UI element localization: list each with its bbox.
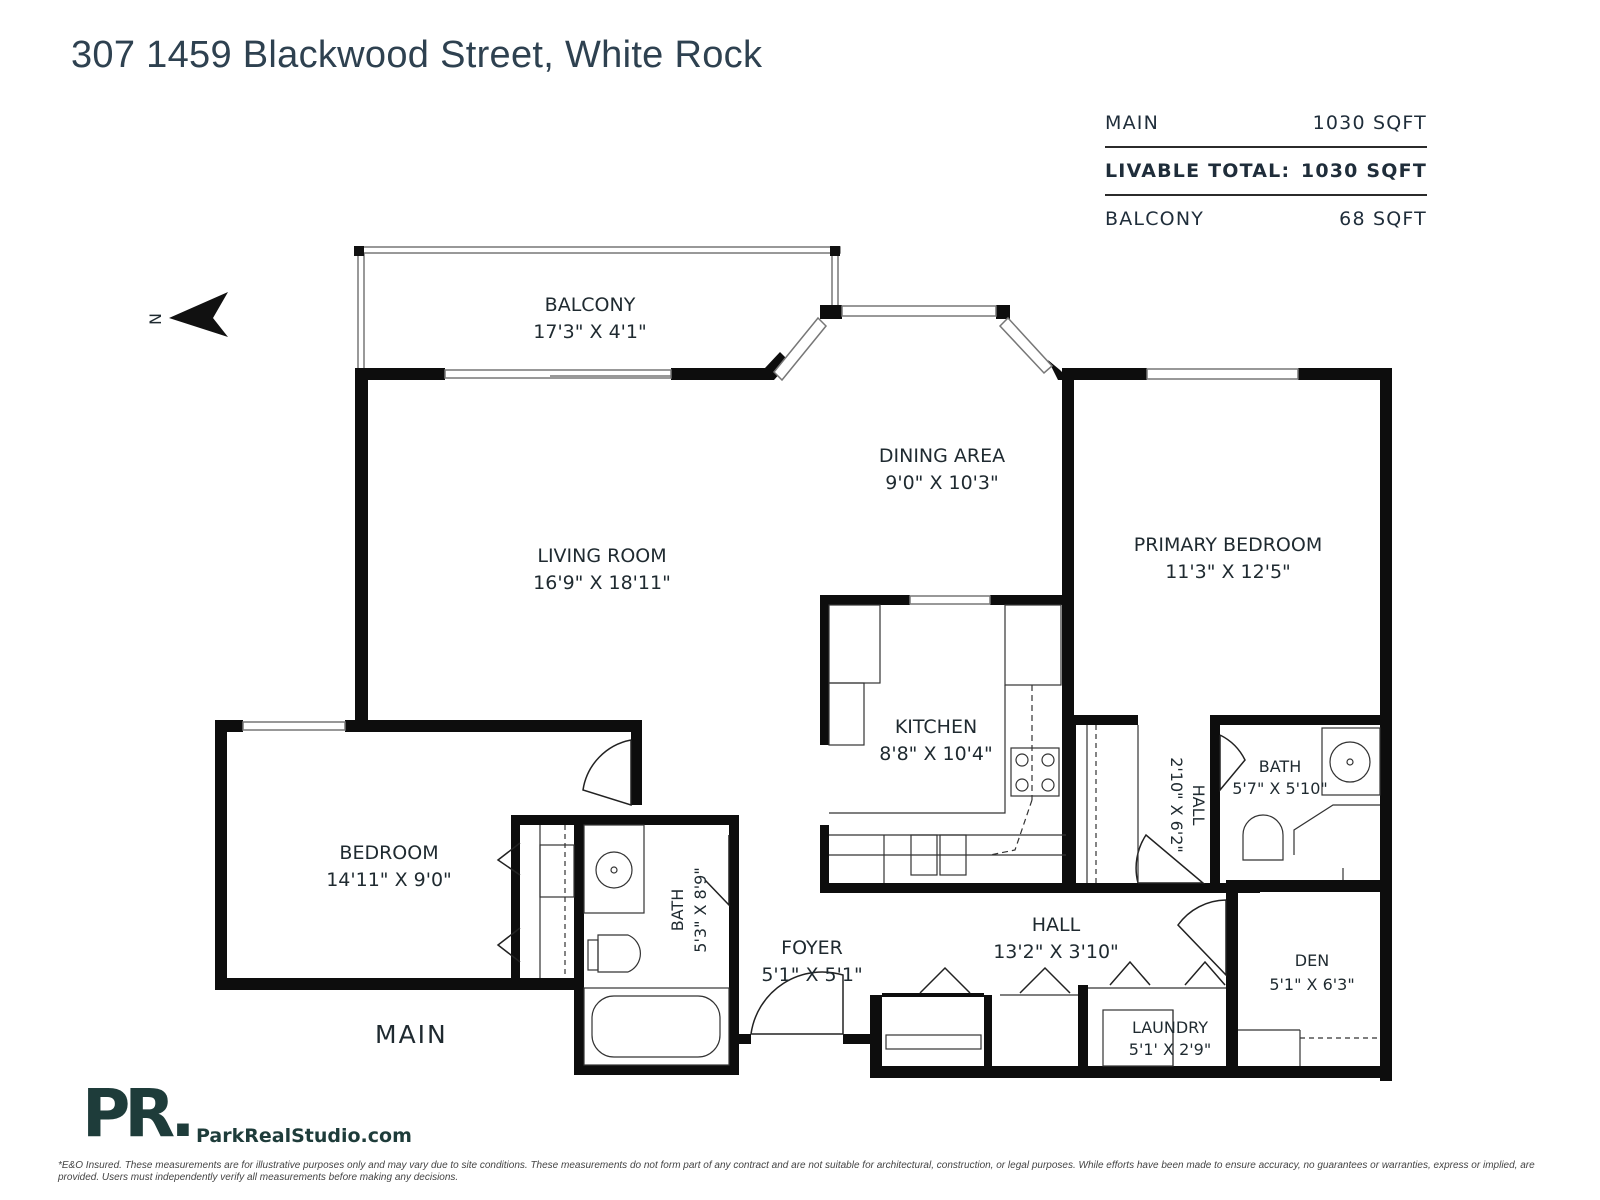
room-dims: 13'2" X 3'10": [993, 941, 1119, 963]
brand-url: ParkRealStudio.com: [196, 1125, 412, 1147]
area-main-label: MAIN: [1105, 112, 1160, 134]
room-name: LIVING ROOM: [537, 545, 666, 567]
room-label-primary-bedroom: PRIMARY BEDROOM 11'3" X 12'5": [1134, 534, 1322, 583]
north-arrow-icon: N: [146, 292, 228, 337]
room-dims: 14'11" X 9'0": [326, 869, 452, 891]
north-label: N: [146, 313, 165, 325]
room-dims: 5'7" X 5'10": [1232, 779, 1328, 798]
area-row-livable-total: LIVABLE TOTAL: 1030 SQFT: [1105, 146, 1427, 196]
area-summary-table: MAIN 1030 SQFT LIVABLE TOTAL: 1030 SQFT …: [1105, 100, 1427, 242]
room-name: KITCHEN: [895, 716, 977, 738]
room-dims: 5'1" X 6'3": [1269, 975, 1354, 994]
room-dims: 16'9" X 18'11": [533, 572, 671, 594]
room-name: HALL: [1032, 914, 1081, 936]
room-name: DINING AREA: [879, 445, 1005, 467]
page-title: 307 1459 Blackwood Street, White Rock: [71, 34, 763, 76]
fixtures: [539, 604, 1381, 1067]
room-name: BATH: [1259, 757, 1301, 776]
room-dims: 17'3" X 4'1": [533, 321, 646, 343]
area-balcony-label: BALCONY: [1105, 208, 1205, 230]
area-livable-label: LIVABLE TOTAL:: [1105, 160, 1291, 182]
room-label-bath-ensuite: BATH 5'7" X 5'10": [1232, 757, 1328, 798]
room-label-foyer: FOYER 5'1" X 5'1": [761, 937, 862, 986]
room-name: BATH: [668, 889, 687, 931]
room-label-bath-main: BATH 5'3" X 8'9": [668, 867, 710, 952]
room-name: FOYER: [781, 937, 843, 959]
area-livable-value: 1030 SQFT: [1300, 160, 1427, 182]
room-name: HALL: [1189, 785, 1208, 826]
area-row-balcony: BALCONY 68 SQFT: [1105, 196, 1427, 242]
room-label-laundry: LAUNDRY 5'1' X 2'9": [1129, 1018, 1211, 1059]
area-balcony-value: 68 SQFT: [1339, 208, 1427, 230]
area-main-value: 1030 SQFT: [1312, 112, 1427, 134]
brand-logo: PR.: [82, 1078, 192, 1143]
room-label-living-room: LIVING ROOM 16'9" X 18'11": [533, 545, 671, 594]
room-label-bedroom: BEDROOM 14'11" X 9'0": [326, 842, 452, 891]
floor-label: MAIN: [375, 1020, 448, 1049]
room-dims: 11'3" X 12'5": [1165, 561, 1291, 583]
room-name: BEDROOM: [339, 842, 438, 864]
room-label-hall-small: HALL 2'10" X 6'2": [1167, 757, 1208, 853]
room-dims: 9'0" X 10'3": [885, 472, 998, 494]
room-dims: 5'1" X 5'1": [761, 964, 862, 986]
room-label-hall: HALL 13'2" X 3'10": [993, 914, 1119, 963]
room-label-kitchen: KITCHEN 8'8" X 10'4": [879, 716, 992, 765]
room-dims: 5'3" X 8'9": [691, 867, 710, 952]
room-dims: 2'10" X 6'2": [1167, 757, 1186, 853]
room-name: DEN: [1295, 951, 1329, 970]
room-dims: 8'8" X 10'4": [879, 743, 992, 765]
area-row-main: MAIN 1030 SQFT: [1105, 100, 1427, 146]
brand-logo-text: PR.: [82, 1078, 190, 1143]
room-label-den: DEN 5'1" X 6'3": [1269, 951, 1354, 994]
room-label-dining-area: DINING AREA 9'0" X 10'3": [879, 445, 1005, 494]
room-dims: 5'1' X 2'9": [1129, 1040, 1211, 1059]
windows: [242, 305, 1299, 731]
room-name: PRIMARY BEDROOM: [1134, 534, 1322, 556]
disclaimer-text: *E&O Insured. These measurements are for…: [58, 1160, 1535, 1183]
room-name: LAUNDRY: [1132, 1018, 1208, 1037]
room-name: BALCONY: [545, 294, 636, 316]
room-label-balcony: BALCONY 17'3" X 4'1": [533, 294, 646, 343]
walls: [215, 305, 1392, 1081]
